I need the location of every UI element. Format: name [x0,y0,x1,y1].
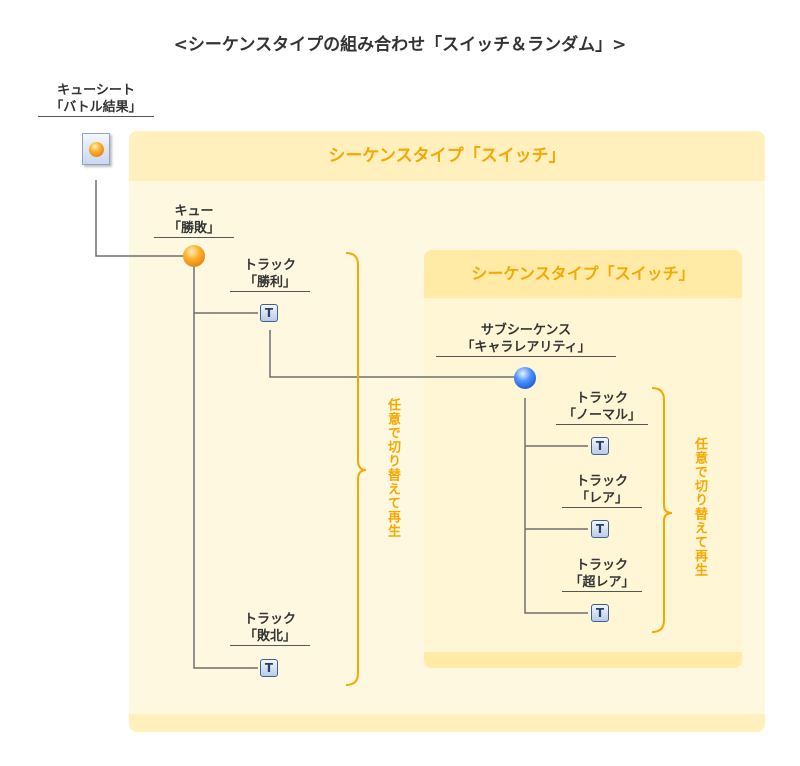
cuesheet-to-cue-line [95,180,184,257]
inner-panel-heading-text: シーケンスタイプ「スイッチ」 [471,264,695,283]
sub-sequence-label: サブシーケンス 「キャラレアリティ」 [436,322,616,357]
cue-sheet-label-line2: 「バトル結果」 [38,99,154,117]
outer-bracket [345,252,367,686]
cue-label-line1: キュー [174,204,214,219]
track-rare-label-line1: トラック [575,474,628,489]
sub-sequence-orb-icon[interactable] [514,367,536,389]
outer-bracket-note: 任意で切り替えて再生 [385,398,400,538]
inner-panel-heading: シーケンスタイプ「スイッチ」 [424,250,742,298]
sub-sequence-label-line1: サブシーケンス [480,323,572,338]
inner-panel-footer [424,652,742,668]
outer-panel-footer [129,714,765,732]
outer-panel-heading-text: シーケンスタイプ「スイッチ」 [328,146,566,166]
track-rare-label: トラック 「レア」 [562,473,642,508]
track-win-label: トラック 「勝利」 [230,257,310,292]
cue-sheet-orb-icon [89,142,104,157]
win-to-subsequence-line [269,330,516,378]
track-normal-icon[interactable]: T [591,437,609,455]
track-super-rare-label: トラック 「超レア」 [562,557,642,592]
track-rare-label-line2: 「レア」 [562,490,642,508]
cue-sheet-label-line1: キューシート [57,83,135,98]
cue-label-line2: 「勝敗」 [154,220,234,238]
track-lose-icon[interactable]: T [260,659,278,677]
page-title: <シーケンスタイプの組み合わせ「スイッチ＆ランダム」> [173,35,627,55]
track-super-rare-icon[interactable]: T [591,604,609,622]
inner-switch-panel: シーケンスタイプ「スイッチ」 [424,250,742,668]
cue-sheet-icon[interactable] [82,133,110,165]
track-win-label-line1: トラック [243,258,296,273]
track-normal-label-line2: 「ノーマル」 [556,407,648,425]
sub-sequence-label-line2: 「キャラレアリティ」 [436,339,616,357]
track-win-icon[interactable]: T [260,304,278,322]
inner-bracket [651,387,673,633]
track-lose-label-line2: 「敗北」 [230,628,310,646]
inner-bracket-note: 任意で切り替えて再生 [692,437,707,577]
track-lose-label-line1: トラック [243,612,296,627]
track-normal-label-line1: トラック [575,391,628,406]
cue-sheet-label: キューシート 「バトル結果」 [38,82,154,117]
track-normal-label: トラック 「ノーマル」 [556,390,648,425]
track-lose-label: トラック 「敗北」 [230,611,310,646]
track-rare-icon[interactable]: T [591,520,609,538]
subsequence-trunk-line [524,398,588,614]
cue-trunk-line [193,266,258,669]
track-super-rare-label-line1: トラック [575,558,628,573]
outer-panel-heading: シーケンスタイプ「スイッチ」 [129,131,765,181]
cue-orb-icon[interactable] [183,245,205,267]
track-super-rare-label-line2: 「超レア」 [562,574,642,592]
cue-label: キュー 「勝敗」 [154,203,234,238]
track-win-label-line2: 「勝利」 [230,274,310,292]
